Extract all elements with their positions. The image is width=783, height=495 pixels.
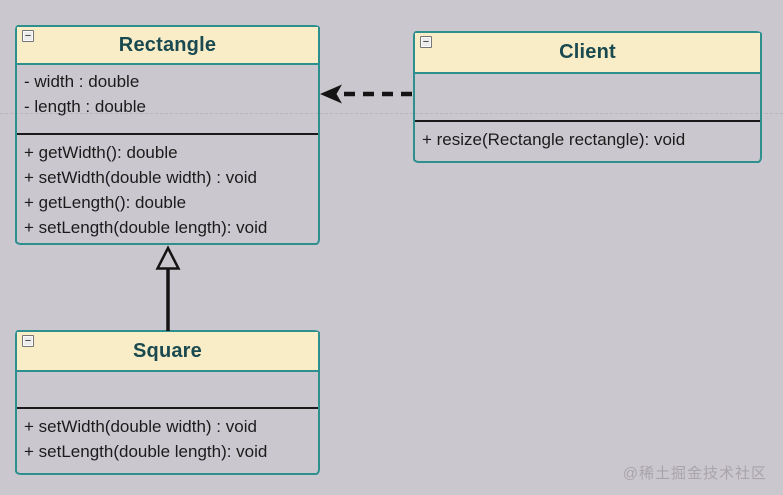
alignment-guide-line: [0, 113, 783, 114]
methods-section: + setWidth(double width) : void + setLeng…: [17, 407, 318, 473]
class-title: Client: [559, 41, 616, 63]
member-text: + setWidth(double width) : void: [24, 168, 257, 187]
member-text: + resize(Rectangle rectangle): void: [422, 130, 686, 149]
class-header: − Square: [17, 332, 318, 372]
member-text: + getWidth(): double: [24, 143, 178, 162]
class-header: − Client: [415, 33, 760, 74]
watermark-text: @稀土掘金技术社区: [622, 465, 767, 482]
class-title: Square: [132, 339, 202, 362]
minimize-icon[interactable]: −: [22, 30, 34, 42]
member-text: + setLength(double length): void: [24, 218, 268, 237]
fields-section: [17, 372, 318, 407]
methods-section: + getWidth(): double + setWidth(double wi…: [17, 133, 318, 243]
member-text: + getLength(): double: [24, 193, 187, 212]
minimize-icon[interactable]: −: [22, 335, 34, 347]
minimize-icon[interactable]: −: [420, 36, 432, 48]
class-header: − Rectangle: [17, 27, 318, 65]
fields-section: - width : double - length : double: [17, 65, 318, 133]
member-text: + setLength(double length): void: [24, 442, 268, 461]
class-box-client[interactable]: − Client + resize(Rectangle rectangle): …: [413, 31, 762, 163]
member-text: - length : double: [24, 97, 146, 116]
methods-section: + resize(Rectangle rectangle): void: [415, 120, 760, 161]
fields-section: [415, 74, 760, 120]
class-box-square[interactable]: − Square + setWidth(double width) : void…: [15, 330, 320, 475]
member-text: + setWidth(double width) : void: [24, 417, 257, 436]
inheritance-arrow-square-to-rectangle[interactable]: [155, 245, 181, 331]
member-text: - width : double: [24, 72, 140, 91]
class-title: Rectangle: [118, 33, 217, 56]
dependency-arrow-client-to-rectangle[interactable]: [320, 84, 412, 104]
class-box-rectangle[interactable]: − Rectangle - width : double - length : d…: [15, 25, 320, 245]
